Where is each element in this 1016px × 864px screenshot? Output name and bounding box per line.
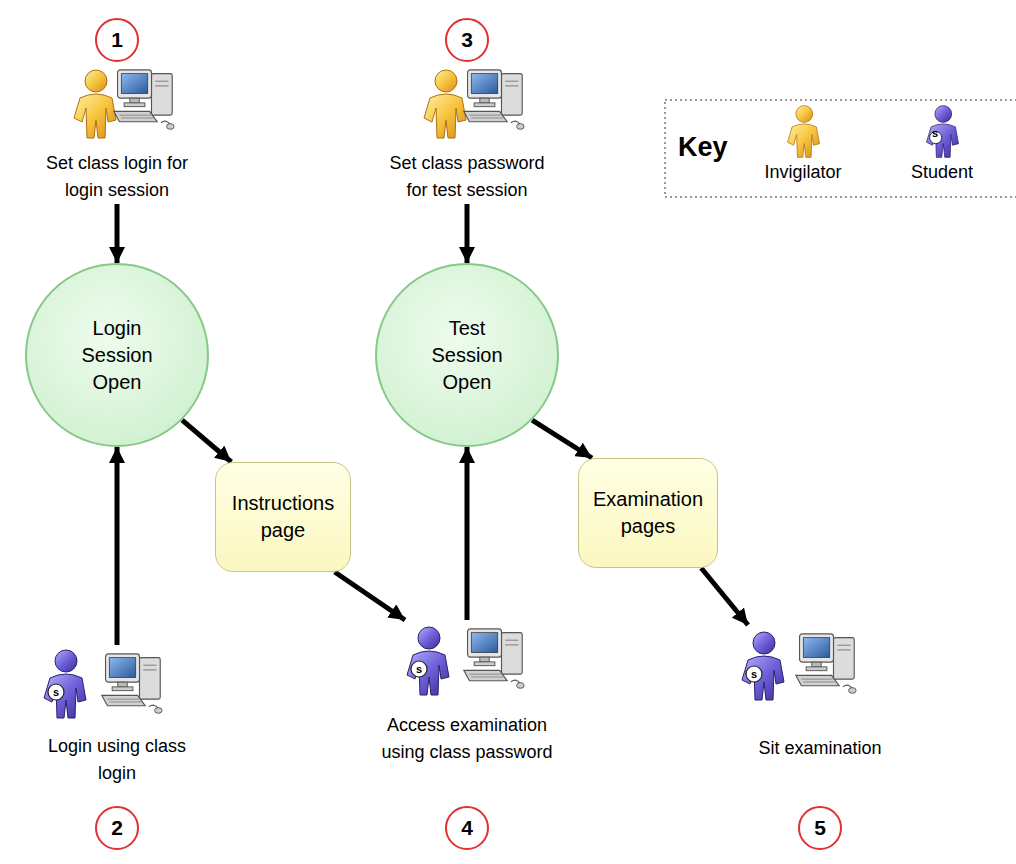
flow-arrow <box>465 447 470 620</box>
legend-title: Key <box>678 132 728 163</box>
callout-number: 2 <box>111 816 123 840</box>
legend-text: Student <box>911 162 973 182</box>
student-step: Access examination using class password <box>367 620 567 766</box>
page-box: Instructions page <box>215 462 351 572</box>
student-badge: s <box>932 127 938 139</box>
invigilator-step: Set class login for login session <box>27 66 207 204</box>
callout-number: 3 <box>461 28 473 52</box>
flow-arrow <box>532 420 592 458</box>
step-caption: Access examination using class password <box>367 712 567 766</box>
flow-arrow <box>115 204 120 263</box>
student-icon <box>742 632 856 700</box>
node-text: Instructions page <box>224 490 342 544</box>
student-icon <box>44 650 162 718</box>
step-caption: Set class login for login session <box>27 150 207 204</box>
step-caption: Sit examination <box>730 735 910 762</box>
step-caption: Login using class login <box>27 733 207 787</box>
node-text: Examination pages <box>587 486 709 540</box>
node-text: Test Session Open <box>419 315 515 396</box>
legend-item: Student <box>911 162 973 183</box>
flow-arrow <box>335 572 405 620</box>
invigilator-icon <box>424 70 524 138</box>
legend-item: Invigilator <box>764 162 841 183</box>
key-box <box>665 100 1016 197</box>
flow-arrow <box>701 568 748 625</box>
step-caption: Set class password for test session <box>377 150 557 204</box>
flow-arrow <box>465 204 470 263</box>
legend-text: Invigilator <box>764 162 841 182</box>
node-text: Login Session Open <box>69 315 165 396</box>
invigilator-icon <box>74 70 174 138</box>
student-icon <box>407 627 524 695</box>
student-badge: s <box>751 668 757 680</box>
invigilator-step: Set class password for test session <box>377 66 557 204</box>
flow-arrow <box>182 420 231 462</box>
student-step: Login using class login <box>27 645 207 787</box>
legend-icon <box>788 106 959 158</box>
callout-number: 4 <box>461 816 473 840</box>
student-badge: s <box>53 686 59 698</box>
callout-ring <box>96 19 841 849</box>
page-box: Examination pages <box>578 458 718 568</box>
student-step: Sit examination <box>730 625 910 762</box>
session-circle: Login Session Open <box>25 263 209 447</box>
callout-number: 5 <box>814 816 826 840</box>
callout-number: 1 <box>111 28 123 52</box>
flow-arrow <box>115 447 120 645</box>
session-circle: Test Session Open <box>375 263 559 447</box>
student-badge: s <box>416 663 422 675</box>
